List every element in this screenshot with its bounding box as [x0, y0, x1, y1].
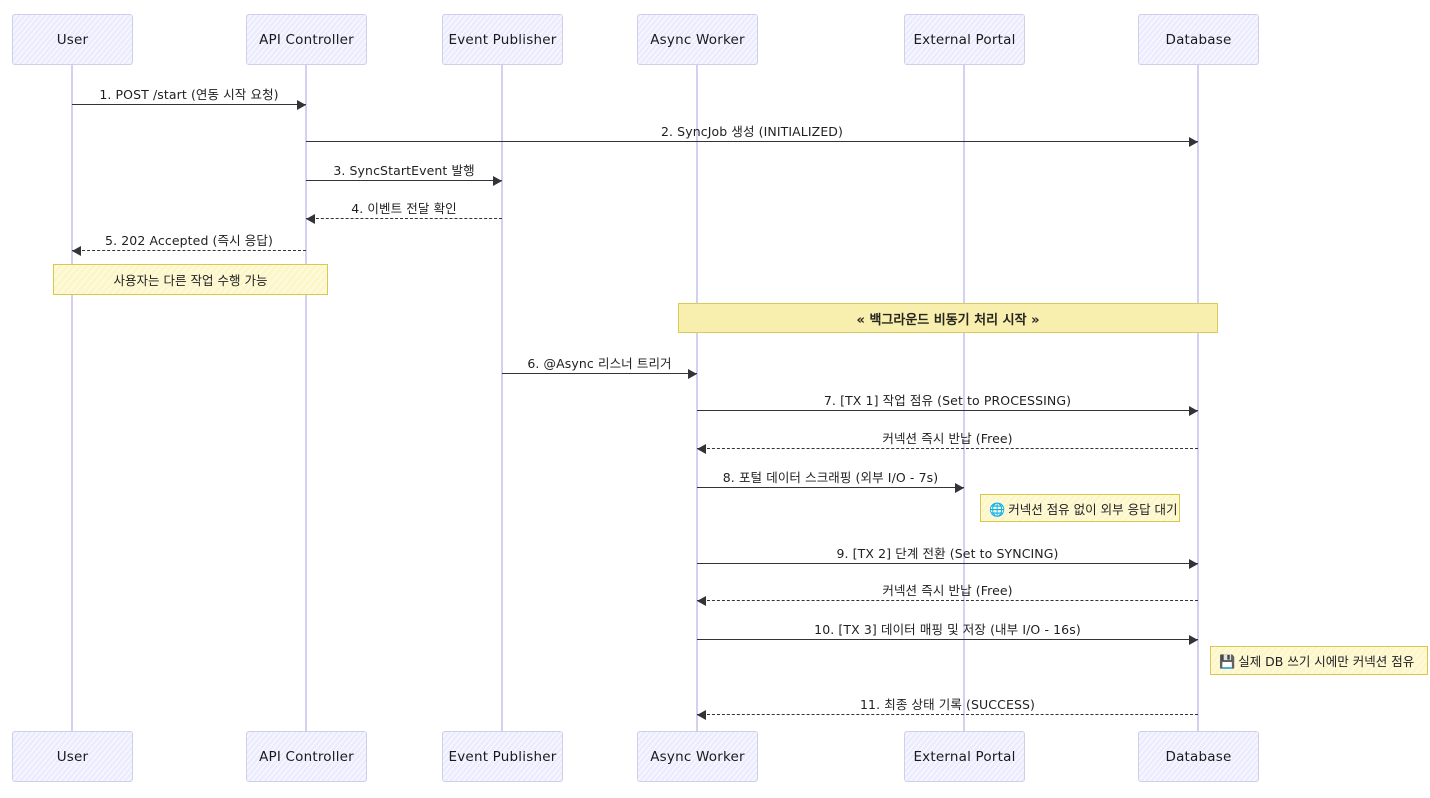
- lifeline-api: [305, 65, 307, 731]
- lifeline-event: [501, 65, 503, 731]
- message-line-11: [697, 714, 1198, 715]
- message-label-r10: 커넥션 즉시 반납 (Free): [882, 583, 1013, 598]
- arrow-head-6: [688, 369, 697, 379]
- message-line-r7: [697, 448, 1198, 449]
- arrow-head-r10: [697, 596, 706, 606]
- arrow-head-10: [1189, 635, 1198, 645]
- message-label-10: 10. [TX 3] 데이터 매핑 및 저장 (내부 I/O - 16s): [814, 622, 1081, 637]
- message-line-3: [306, 180, 502, 181]
- participant-top-event[interactable]: Event Publisher: [442, 14, 563, 65]
- participant-label-user: User: [56, 31, 89, 48]
- message-line-8: [697, 487, 964, 488]
- participant-bottom-worker[interactable]: Async Worker: [637, 731, 758, 782]
- participant-bottom-user[interactable]: User: [12, 731, 133, 782]
- message-label-7: 7. [TX 1] 작업 점유 (Set to PROCESSING): [823, 393, 1072, 408]
- message-label-3: 3. SyncStartEvent 발행: [333, 163, 475, 178]
- message-label-9: 9. [TX 2] 단계 전환 (Set to SYNCING): [836, 546, 1059, 561]
- participant-top-user[interactable]: User: [12, 14, 133, 65]
- participant-label-api: API Controller: [259, 31, 354, 48]
- note-db-write: 💾실제 DB 쓰기 시에만 커넥션 점유: [1210, 646, 1428, 675]
- note-portal-wait: 🌐커넥션 점유 없이 외부 응답 대기: [980, 494, 1180, 522]
- message-line-10: [697, 639, 1198, 640]
- participant-bottom-event[interactable]: Event Publisher: [442, 731, 563, 782]
- participant-label-user: User: [56, 748, 89, 765]
- section-background-async-text: « 백그라운드 비동기 처리 시작 »: [856, 312, 1040, 328]
- note-db-write-text: 💾실제 DB 쓰기 시에만 커넥션 점유: [1219, 654, 1415, 670]
- arrow-head-5: [72, 246, 81, 256]
- message-label-8: 8. 포털 데이터 스크래핑 (외부 I/O - 7s): [722, 470, 939, 485]
- participant-label-worker: Async Worker: [650, 748, 745, 765]
- message-line-5: [72, 250, 306, 251]
- message-label-r7: 커넥션 즉시 반납 (Free): [882, 431, 1013, 446]
- message-line-1: [72, 104, 306, 105]
- lifeline-user: [71, 65, 73, 731]
- participant-label-worker: Async Worker: [650, 31, 745, 48]
- message-line-6: [502, 373, 697, 374]
- message-label-6: 6. @Async 리스너 트리거: [527, 356, 672, 371]
- arrow-head-2: [1189, 137, 1198, 147]
- globe-icon: 🌐: [989, 502, 1006, 518]
- arrow-head-7: [1189, 406, 1198, 416]
- participant-bottom-portal[interactable]: External Portal: [904, 731, 1025, 782]
- participant-label-event: Event Publisher: [448, 31, 557, 48]
- message-label-2: 2. SyncJob 생성 (INITIALIZED): [660, 124, 844, 139]
- note-user-free: 사용자는 다른 작업 수행 가능: [53, 264, 328, 295]
- note-user-free-text: 사용자는 다른 작업 수행 가능: [113, 273, 268, 288]
- message-label-5: 5. 202 Accepted (즉시 응답): [105, 233, 273, 248]
- participant-bottom-api[interactable]: API Controller: [246, 731, 367, 782]
- participant-label-event: Event Publisher: [448, 748, 557, 765]
- lifeline-worker: [696, 65, 698, 731]
- participant-top-api[interactable]: API Controller: [246, 14, 367, 65]
- message-line-r10: [697, 600, 1198, 601]
- arrow-head-1: [297, 100, 306, 110]
- message-label-11: 11. 최종 상태 기록 (SUCCESS): [859, 697, 1036, 712]
- participant-label-database: Database: [1165, 31, 1232, 48]
- section-background-async: « 백그라운드 비동기 처리 시작 »: [678, 303, 1218, 333]
- participant-top-database[interactable]: Database: [1138, 14, 1259, 65]
- arrow-head-4: [306, 214, 315, 224]
- message-line-4: [306, 218, 502, 219]
- message-line-9: [697, 563, 1198, 564]
- floppy-disk-icon: 💾: [1219, 655, 1236, 670]
- arrow-head-11: [697, 710, 706, 720]
- arrow-head-9: [1189, 559, 1198, 569]
- arrow-head-3: [493, 176, 502, 186]
- message-label-4: 4. 이벤트 전달 확인: [351, 201, 457, 216]
- participant-top-worker[interactable]: Async Worker: [637, 14, 758, 65]
- participant-top-portal[interactable]: External Portal: [904, 14, 1025, 65]
- message-label-1: 1. POST /start (연동 시작 요청): [99, 87, 279, 102]
- arrow-head-r7: [697, 444, 706, 454]
- participant-label-portal: External Portal: [913, 748, 1016, 765]
- lifeline-database: [1197, 65, 1199, 731]
- lifeline-portal: [963, 65, 965, 731]
- message-line-7: [697, 410, 1198, 411]
- note-portal-wait-text: 🌐커넥션 점유 없이 외부 응답 대기: [989, 501, 1178, 518]
- arrow-head-8: [955, 483, 964, 493]
- participant-label-database: Database: [1165, 748, 1232, 765]
- participant-label-api: API Controller: [259, 748, 354, 765]
- participant-bottom-database[interactable]: Database: [1138, 731, 1259, 782]
- message-line-2: [306, 141, 1198, 142]
- participant-label-portal: External Portal: [913, 31, 1016, 48]
